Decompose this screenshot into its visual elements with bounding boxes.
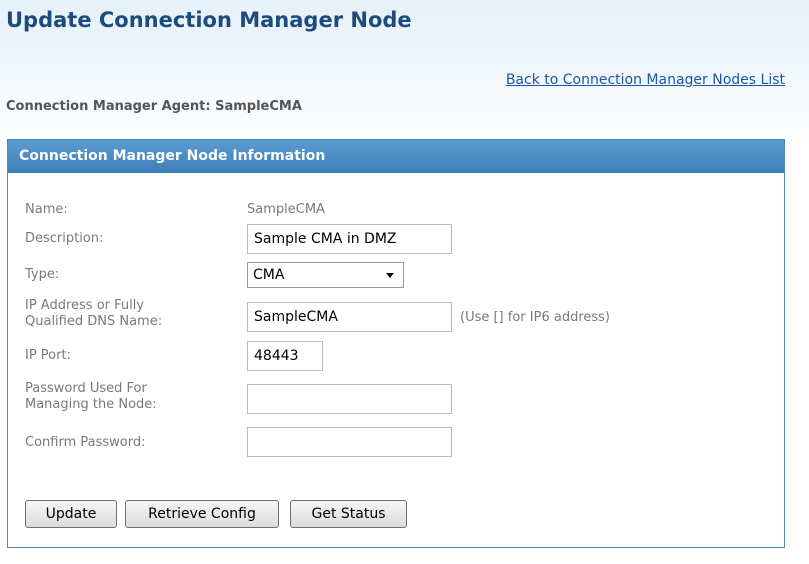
ip6-hint: (Use [] for IP6 address) <box>460 310 610 325</box>
back-to-nodes-list-link[interactable]: Back to Connection Manager Nodes List <box>505 72 785 88</box>
page-title: Update Connection Manager Node <box>6 8 412 32</box>
type-select[interactable]: CMA <box>247 262 404 288</box>
agent-label: Connection Manager Agent: <box>6 99 211 114</box>
description-input[interactable]: Sample CMA in DMZ <box>247 224 452 254</box>
ip-port-input[interactable]: 48443 <box>247 341 323 371</box>
type-label: Type: <box>25 267 60 282</box>
update-button[interactable]: Update <box>25 500 117 528</box>
ip-port-label: IP Port: <box>25 348 71 363</box>
connection-manager-agent-line: Connection Manager Agent: SampleCMA <box>6 99 302 114</box>
name-value: SampleCMA <box>247 202 325 217</box>
ip-address-label-line2: Qualified DNS Name: <box>25 314 163 329</box>
node-information-panel: Connection Manager Node Information Name… <box>7 139 785 548</box>
get-status-button[interactable]: Get Status <box>290 500 407 528</box>
password-label-line2: Managing the Node: <box>25 397 157 412</box>
confirm-password-label: Confirm Password: <box>25 435 146 450</box>
ip-address-label-line1: IP Address or Fully <box>25 298 145 313</box>
agent-value: SampleCMA <box>215 99 302 114</box>
type-select-value: CMA <box>253 267 285 283</box>
ip-address-label: IP Address or Fully Qualified DNS Name: <box>25 298 162 330</box>
chevron-down-icon <box>386 273 394 278</box>
password-input[interactable] <box>247 384 452 414</box>
password-label: Password Used For Managing the Node: <box>25 381 157 413</box>
password-label-line1: Password Used For <box>25 381 147 396</box>
panel-header: Connection Manager Node Information <box>8 140 784 173</box>
ip-address-input[interactable]: SampleCMA <box>247 302 452 332</box>
name-label: Name: <box>25 202 68 217</box>
confirm-password-input[interactable] <box>247 427 452 457</box>
retrieve-config-button[interactable]: Retrieve Config <box>125 500 279 528</box>
description-label: Description: <box>25 231 104 246</box>
